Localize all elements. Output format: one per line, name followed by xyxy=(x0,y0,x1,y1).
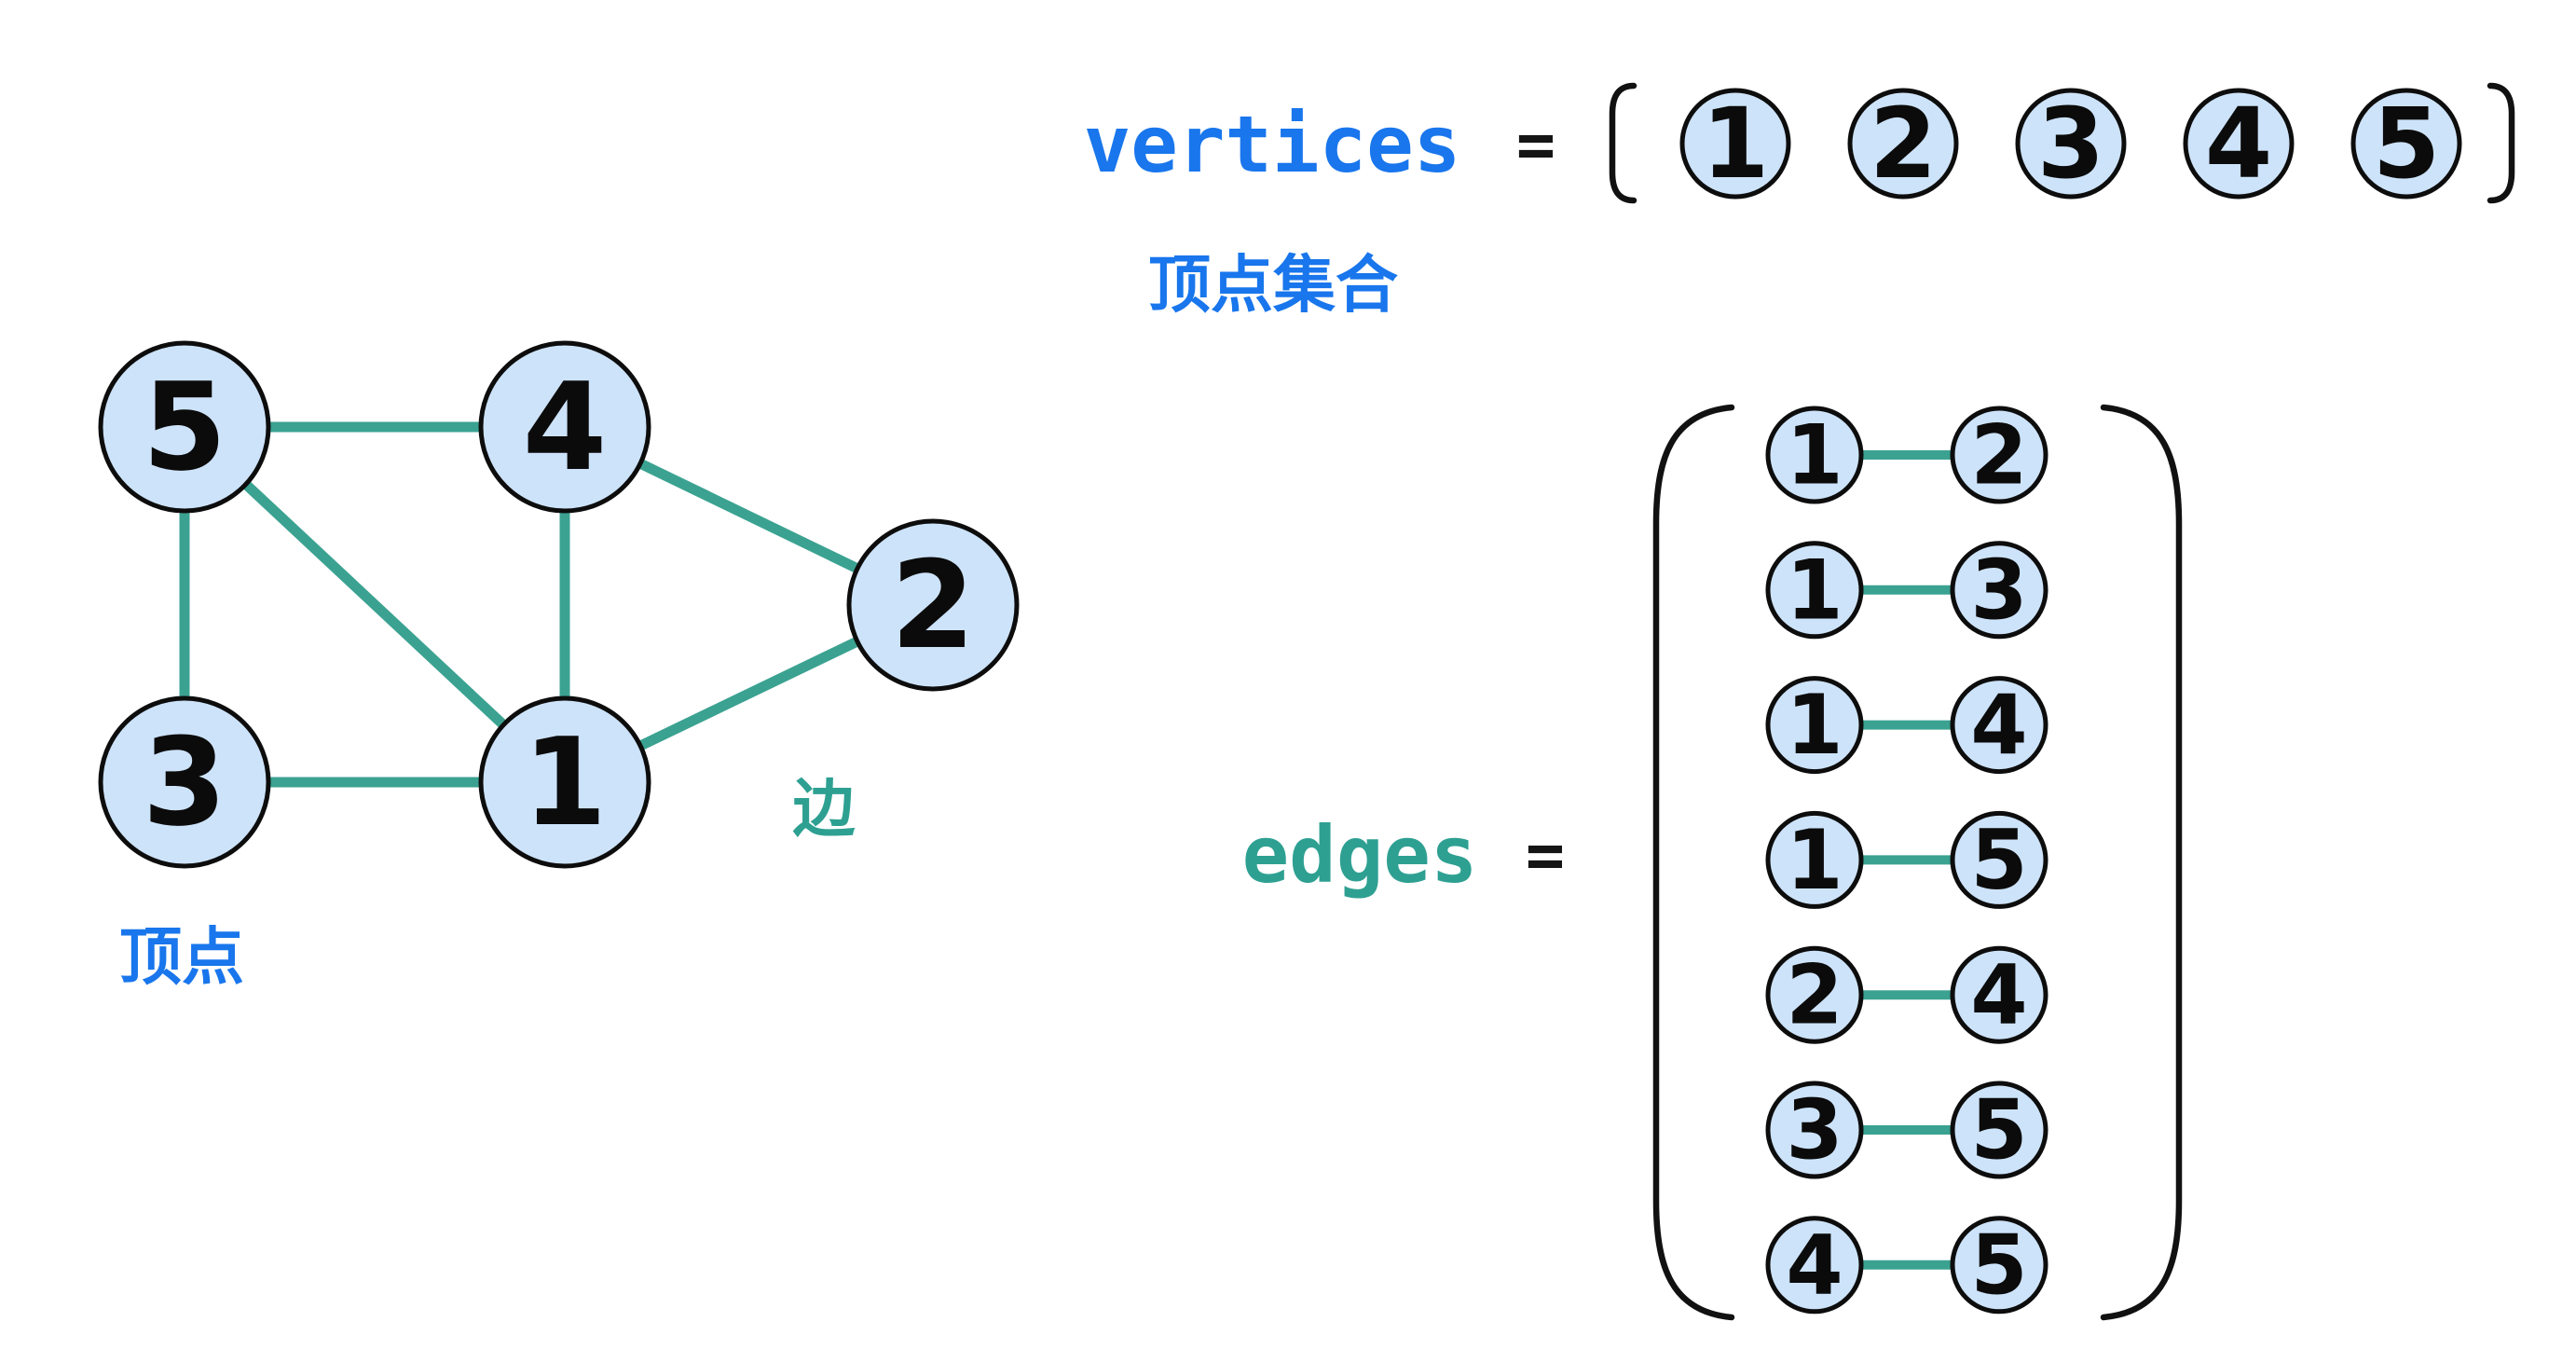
edge-pair-label-5: 5 xyxy=(1970,1082,2027,1178)
edge-pair-label-4: 4 xyxy=(1970,947,2027,1043)
graph-node-label-1: 1 xyxy=(523,711,607,853)
vertex-set-item: 1 xyxy=(1679,87,1791,200)
edge-pair-label-2: 2 xyxy=(1970,407,2027,503)
vertices-keyword: vertices xyxy=(1084,99,1461,190)
edge-pair-label-2: 2 xyxy=(1786,947,1843,1043)
vertex-item-label-3: 3 xyxy=(2037,87,2104,200)
vertex-item-label-4: 4 xyxy=(2205,87,2272,200)
edge-pair-label-1: 1 xyxy=(1786,677,1843,773)
edge-pair-circle-1 xyxy=(1765,406,1864,504)
graph-node-circle-2 xyxy=(846,518,1020,692)
graph-node-circle-5 xyxy=(98,340,271,514)
vertex-item-circle-3 xyxy=(2015,88,2127,200)
edge-pair-circle-5 xyxy=(1950,1081,2048,1179)
vertex-set-caption: 顶点集合 xyxy=(1148,251,1398,321)
edge-pair-circle-5 xyxy=(1950,1216,2048,1315)
graph-node-label-3: 3 xyxy=(143,711,226,853)
vertex-item-circle-1 xyxy=(1679,88,1791,200)
edge-pair-circle-2 xyxy=(1950,406,2048,504)
vertex-item-circle-5 xyxy=(2350,88,2462,200)
vertex-set-item: 4 xyxy=(2183,87,2295,200)
edge-pair-label-5: 5 xyxy=(1970,1217,2027,1313)
graph-nodes-layer: 5 4 2 3 1 xyxy=(98,340,1020,869)
graph-node: 5 xyxy=(98,340,271,514)
edge-pair-circle-3 xyxy=(1950,541,2048,640)
edge-pair-circle-1 xyxy=(1765,810,1864,909)
graph-edge-caption: 边 xyxy=(793,775,856,845)
edge-pair-circle-3 xyxy=(1765,1081,1864,1179)
graph-vertex-caption: 顶点 xyxy=(119,923,244,993)
graph-edge-5-1 xyxy=(181,422,569,787)
edge-pair-label-4: 4 xyxy=(1970,677,2027,773)
edge-pair-label-3: 3 xyxy=(1786,1082,1843,1178)
graph-node-circle-3 xyxy=(98,695,271,869)
vertex-item-circle-2 xyxy=(1847,88,1959,200)
edges-equals-sign: = xyxy=(1526,817,1565,893)
vertex-item-label-1: 1 xyxy=(1702,87,1769,200)
edge-pair-label-3: 3 xyxy=(1970,542,2027,638)
graph-node-label-2: 2 xyxy=(891,534,975,676)
edge-pair-circle-2 xyxy=(1765,945,1864,1044)
vertex-item-label-5: 5 xyxy=(2373,87,2440,200)
graph-node: 2 xyxy=(846,518,1020,692)
vertices-left-bracket xyxy=(1609,82,1637,204)
graph-node-label-5: 5 xyxy=(143,356,226,498)
vertex-item-circle-4 xyxy=(2183,88,2295,200)
edge-pair-label-4: 4 xyxy=(1786,1217,1843,1313)
edges-left-paren xyxy=(1652,404,1735,1321)
edge-pair-label-5: 5 xyxy=(1970,812,2027,908)
graph-node: 3 xyxy=(98,695,271,869)
edge-pair-circle-4 xyxy=(1950,676,2048,775)
graph-node-circle-4 xyxy=(478,340,651,514)
edges-right-paren xyxy=(2100,404,2183,1321)
vertex-set-item: 3 xyxy=(2015,87,2127,200)
graph-node-circle-1 xyxy=(478,695,651,869)
edge-pair-circle-5 xyxy=(1950,810,2048,909)
vertex-item-label-2: 2 xyxy=(1870,87,1937,200)
vertex-set-item: 2 xyxy=(1847,87,1959,200)
vertex-set-item: 5 xyxy=(2350,87,2462,200)
edge-pair-circle-1 xyxy=(1765,541,1864,640)
vertices-right-bracket xyxy=(2487,82,2515,204)
edge-pair-circle-4 xyxy=(1765,1216,1864,1315)
edge-pair-label-1: 1 xyxy=(1786,812,1843,908)
graph-node: 1 xyxy=(478,695,651,869)
graph-node: 4 xyxy=(478,340,651,514)
edges-keyword: edges xyxy=(1242,809,1478,901)
edge-pair-circle-1 xyxy=(1765,676,1864,775)
graph-node-label-4: 4 xyxy=(523,356,607,498)
edge-pair-label-1: 1 xyxy=(1786,407,1843,503)
edge-pair-label-1: 1 xyxy=(1786,542,1843,638)
vertices-equals-sign: = xyxy=(1516,106,1555,183)
edge-pair-circle-4 xyxy=(1950,945,2048,1044)
